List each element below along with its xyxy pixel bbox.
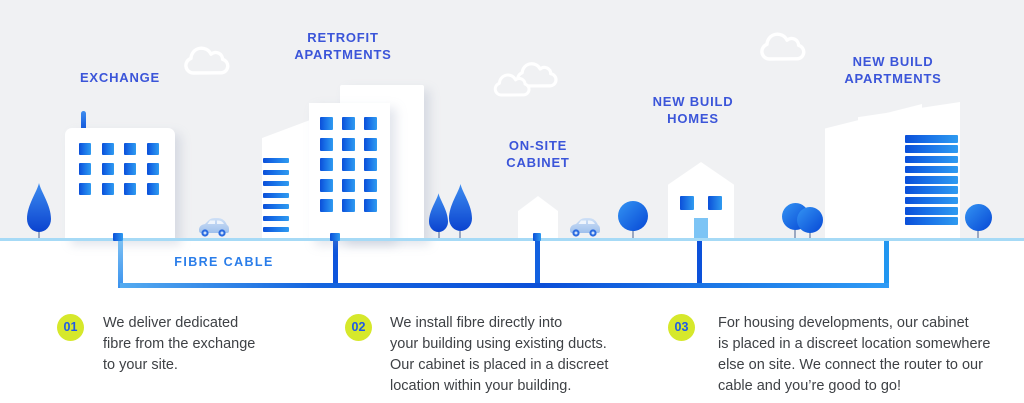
window [146,163,159,175]
window-stripe [905,145,958,153]
tree-stem [438,232,440,239]
window [342,137,355,151]
ground-line [0,238,1024,241]
car-icon [199,218,229,237]
exchange-label: EXCHANGE [79,70,161,85]
window [364,158,377,171]
window [79,143,91,155]
retrofit-main-building [309,103,390,240]
house-door [694,218,708,240]
retrofit-windows [320,117,377,212]
house-window [680,196,694,210]
car-icon [570,218,600,237]
conifer-tree-icon [27,183,51,232]
tree-stem [632,228,634,239]
window [101,143,114,155]
window [146,183,159,195]
window [320,117,333,130]
window-stripe [905,176,958,184]
round-tree-icon [965,204,992,231]
window-stripe [263,192,289,198]
onsite-cabinet-label: ON-SITE CABINET [506,138,570,170]
window [342,178,355,192]
window-stripe [263,169,289,175]
window-stripe [905,165,958,174]
step-3-text: For housing developments, our cabinet is… [718,315,991,394]
window [320,199,333,212]
window [364,199,377,212]
round-tree-icon [797,207,823,233]
retrofit-small-building-stripes [263,158,289,232]
cable-drop-apartments [884,240,889,288]
window [101,183,114,195]
step-2-badge: 02 [345,314,372,341]
apartments-front-tower [858,102,960,240]
apartments-window-stripes [905,135,958,225]
cable-drop-homes [697,240,702,288]
tree-stem [809,230,811,239]
window [342,117,355,130]
window-stripe [905,186,958,194]
tree-stem [794,227,796,239]
cable-duct [330,233,340,241]
window-stripe [263,215,289,221]
retrofit-small-building [262,120,310,240]
window-stripe [263,181,289,186]
round-tree-icon [618,201,648,231]
cable-drop-exchange [118,240,123,288]
cloud-icon [516,62,558,88]
retrofit-apartments-label: RETROFIT APARTMENTS [294,30,392,62]
window [320,137,333,151]
new-build-homes-label: NEW BUILD HOMES [652,94,734,126]
step-1-badge: 01 [57,314,84,341]
conifer-tree-icon [429,193,448,232]
window-stripe [905,196,958,205]
fibre-cable-label: FIBRE CABLE [174,255,274,269]
window-stripe [905,207,958,215]
window [101,163,114,175]
exchange-antenna [81,111,86,131]
window [124,183,136,195]
window [124,143,136,155]
cloud-icon [493,73,531,97]
new-build-apartments-label: NEW BUILD APARTMENTS [844,54,942,86]
window [146,143,159,155]
window-stripe [263,158,289,163]
window [342,158,355,171]
house-window [708,196,722,210]
cloud-icon [760,32,806,61]
window-stripe [263,204,289,209]
cable-drop-retrofit [333,240,338,288]
tree-stem [38,230,40,239]
cable-duct [113,233,123,241]
window [320,158,333,171]
fibre-cable-line [120,283,889,288]
window [364,117,377,130]
exchange-building [65,128,175,240]
window [320,178,333,192]
window [79,183,91,195]
window-stripe [905,155,958,164]
window [124,163,136,175]
window [79,163,91,175]
step-3-badge: 03 [668,314,695,341]
window [364,137,377,151]
step-1-text: We deliver dedicated fibre from the exch… [103,315,256,373]
window-stripe [263,227,289,232]
exchange-windows [79,143,159,195]
window-stripe [905,217,958,225]
window [342,199,355,212]
cable-drop-cabinet [535,240,540,288]
conifer-tree-icon [449,184,472,231]
cloud-icon [184,46,230,75]
tree-stem [977,229,979,239]
window [364,178,377,192]
step-2-text: We install fibre directly into your buil… [390,315,609,394]
window-stripe [905,135,958,143]
tree-stem [459,231,461,239]
cable-duct [533,233,541,241]
